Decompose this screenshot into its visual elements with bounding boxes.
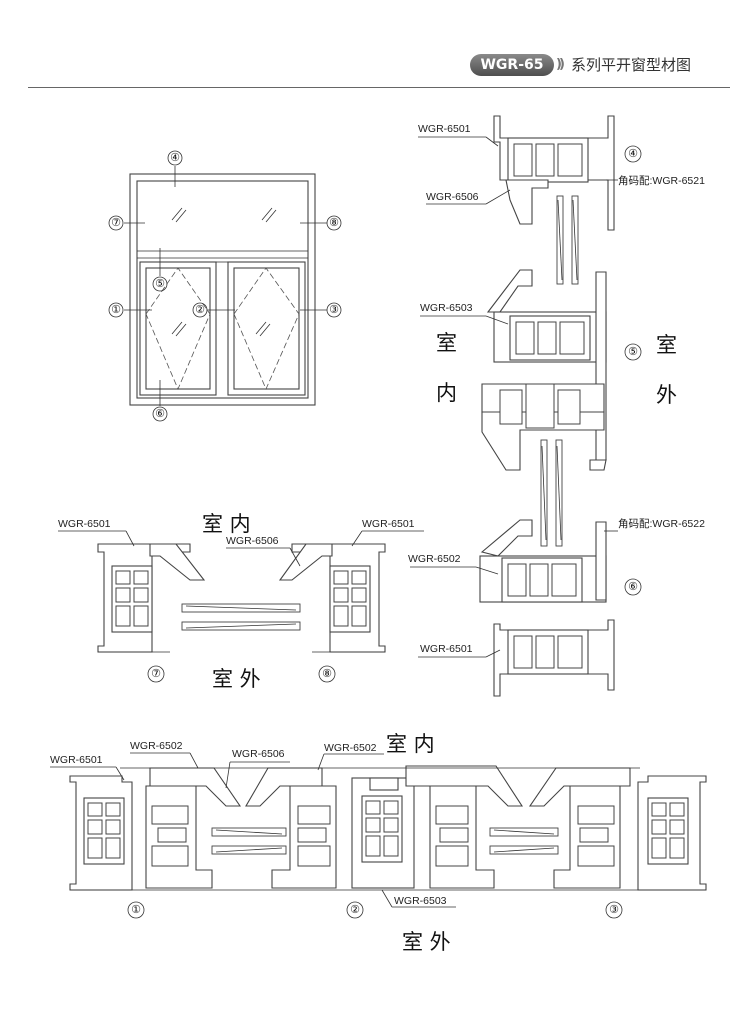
marker-6-section: ⑥ bbox=[628, 581, 638, 593]
section-7-8 bbox=[58, 530, 424, 653]
outdoor-char-wai: 外 bbox=[656, 383, 677, 407]
label-wgr6506-top: WGR-6506 bbox=[426, 191, 479, 203]
label-wgr6506-s78: WGR-6506 bbox=[226, 535, 279, 547]
section-1-2-3-labels: WGR-6501 WGR-6502 WGR-6506 WGR-6502 WGR-… bbox=[50, 732, 623, 954]
marker-4: ④ bbox=[170, 152, 180, 164]
marker-5-section: ⑤ bbox=[628, 346, 638, 358]
indoor-label-s78: 室 内 bbox=[202, 512, 251, 536]
marker-4-section: ④ bbox=[628, 148, 638, 160]
marker-1-section: ① bbox=[131, 904, 141, 916]
label-wgr6502-s2: WGR-6502 bbox=[324, 742, 377, 754]
window-elevation bbox=[124, 166, 327, 406]
indoor-char-nei: 内 bbox=[436, 381, 457, 405]
label-wgr6501-s8: WGR-6501 bbox=[362, 518, 415, 530]
label-corner-6522: 角码配:WGR-6522 bbox=[618, 518, 705, 530]
series-badge: WGR-65 )) bbox=[470, 54, 565, 76]
outdoor-char-shi: 室 bbox=[656, 333, 677, 357]
label-wgr6502-right: WGR-6502 bbox=[408, 553, 461, 565]
marker-3-section: ③ bbox=[609, 904, 619, 916]
indoor-label-s123: 室 内 bbox=[386, 732, 435, 756]
badge-arrows-icon: )) bbox=[556, 57, 565, 72]
marker-8: ⑧ bbox=[329, 217, 339, 229]
badge-pill bbox=[470, 54, 554, 76]
label-wgr6502-s1: WGR-6502 bbox=[130, 740, 183, 752]
badge-text: WGR-65 bbox=[480, 57, 544, 73]
marker-3: ③ bbox=[329, 304, 339, 316]
vertical-section-labels: WGR-6501 WGR-6506 角码配:WGR-6521 WGR-6503 … bbox=[408, 123, 705, 655]
label-corner-6521: 角码配:WGR-6521 bbox=[618, 175, 705, 187]
marker-2-section: ② bbox=[350, 904, 360, 916]
label-wgr6501-s1: WGR-6501 bbox=[50, 754, 103, 766]
label-wgr6501-bottom: WGR-6501 bbox=[420, 643, 473, 655]
label-wgr6506-s2: WGR-6506 bbox=[232, 748, 285, 760]
label-wgr6503-s2: WGR-6503 bbox=[394, 895, 447, 907]
section-1-2-3 bbox=[50, 752, 707, 908]
marker-8-section: ⑧ bbox=[322, 668, 332, 680]
marker-7: ⑦ bbox=[111, 217, 121, 229]
elevation-markers: ④ ⑦ ⑧ ⑤ ① ② ③ ⑥ bbox=[108, 150, 342, 422]
outdoor-label-s78: 室 外 bbox=[212, 667, 261, 691]
marker-6: ⑥ bbox=[155, 408, 165, 420]
label-wgr6501-top: WGR-6501 bbox=[418, 123, 471, 135]
outdoor-label-s123: 室 外 bbox=[402, 930, 451, 954]
label-wgr6501-s7: WGR-6501 bbox=[58, 518, 111, 530]
section-7-8-labels: WGR-6501 WGR-6501 WGR-6506 室 内 室 外 ⑦ ⑧ bbox=[58, 512, 415, 691]
header-rule bbox=[28, 87, 730, 88]
label-wgr6503-right: WGR-6503 bbox=[420, 302, 473, 314]
vertical-section bbox=[410, 115, 618, 697]
marker-7-section: ⑦ bbox=[151, 668, 161, 680]
marker-2: ② bbox=[195, 304, 205, 316]
marker-1: ① bbox=[111, 304, 121, 316]
indoor-char-shi: 室 bbox=[436, 331, 457, 355]
marker-5: ⑤ bbox=[155, 278, 165, 290]
page-title: 系列平开窗型材图 bbox=[571, 56, 692, 74]
